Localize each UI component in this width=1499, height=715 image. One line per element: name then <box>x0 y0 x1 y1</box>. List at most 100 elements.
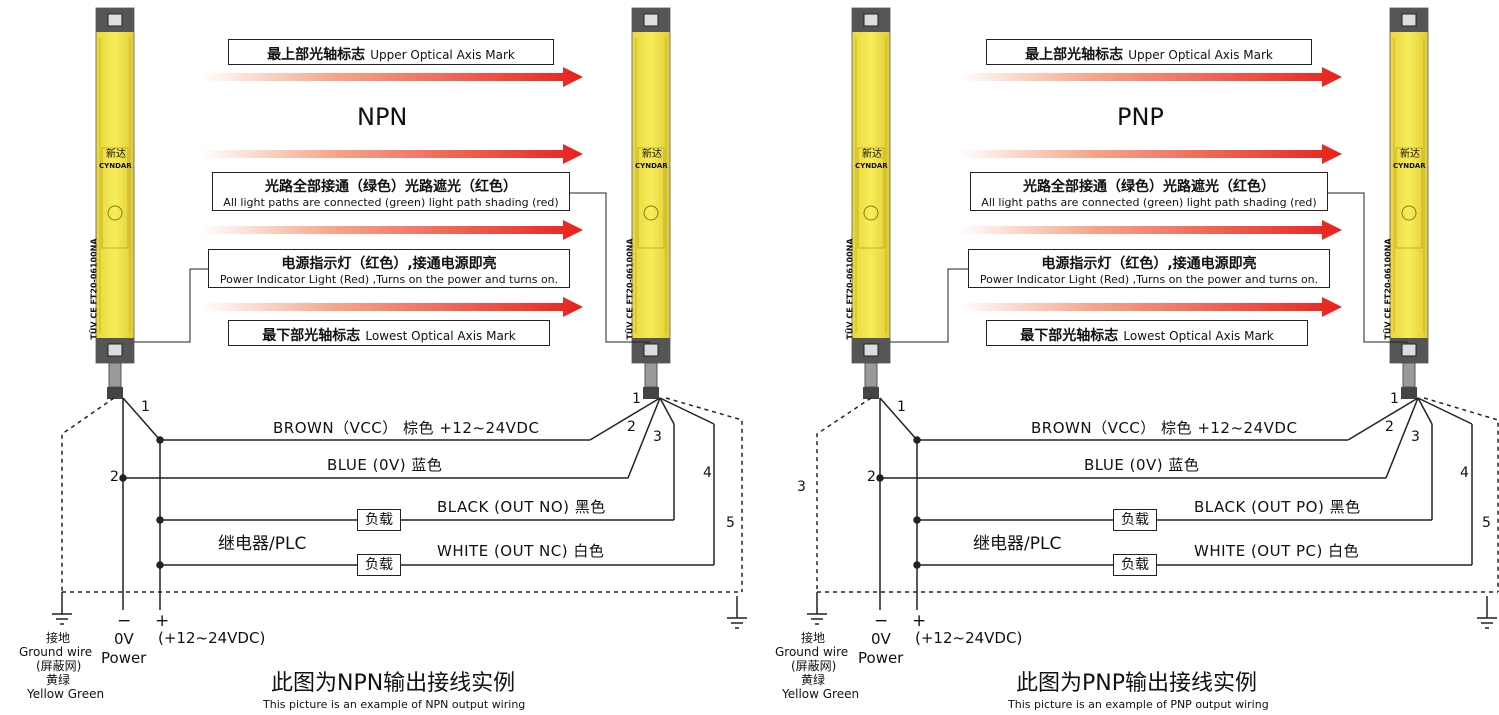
paths-cn: 光路全部接通（绿色）光路遮光（红色） <box>265 179 517 195</box>
pnp-top-mark-box: 最上部光轴标志 Upper Optical Axis Mark <box>986 39 1312 65</box>
arrow-4 <box>958 297 1342 317</box>
npn-plus: + <box>155 611 170 631</box>
npn-emitter-model: TÜV CE FT20-06100NA <box>89 238 99 340</box>
bottom-mark-en: Lowest Optical Axis Mark <box>365 329 516 343</box>
arrow-1 <box>958 67 1342 87</box>
npn-shield-dashed <box>61 397 743 593</box>
npn-black-wire-label: BLACK (OUT NO) 黑色 <box>437 498 606 516</box>
pnp-ov: 0V <box>871 630 891 648</box>
pnp-load-nc: 负载 <box>1113 554 1157 576</box>
pnp-bottom-mark-box: 最下部光轴标志 Lowest Optical Axis Mark <box>986 320 1308 346</box>
pnp-supply: (+12~24VDC) <box>915 629 1023 647</box>
pnp-emitter-model: TÜV CE FT20-06100NA <box>845 238 855 340</box>
npn-caption-en: This picture is an example of NPN output… <box>263 698 526 711</box>
pnp-receiver-model: TÜV CE FT20-06100NA <box>1383 238 1393 340</box>
npn-emitter-brand-cn: 新达 <box>106 149 126 160</box>
pnp-pin-2-left: 2 <box>867 469 876 485</box>
npn-ground-en2: Yellow Green <box>27 687 105 701</box>
npn-caption-cn: 此图为NPN输出接线实例 <box>271 671 516 696</box>
paths-cn: 光路全部接通（绿色）光路遮光（红色） <box>1023 179 1275 195</box>
pnp-pin-4-right: 4 <box>1460 465 1469 481</box>
npn-ground-cn3: 黄绿 <box>46 673 71 687</box>
power-leader <box>134 268 208 343</box>
pnp-blue-wire-label: BLUE (0V) 蓝色 <box>1084 456 1200 474</box>
npn-brown-wire-label: BROWN（VCC） 棕色 +12~24VDC <box>273 419 540 437</box>
npn-relay-label: 继电器/PLC <box>218 534 307 554</box>
npn-ov: 0V <box>114 630 134 648</box>
bottom-mark-cn: 最下部光轴标志 <box>1020 328 1119 344</box>
npn-arrows <box>200 67 583 317</box>
npn-power-label: Power <box>101 649 147 667</box>
pnp-caption-en: This picture is an example of PNP output… <box>1008 698 1269 711</box>
pnp-paths-box: 光路全部接通（绿色）光路遮光（红色） All light paths are c… <box>970 172 1328 211</box>
npn-paths-box: 光路全部接通（绿色）光路遮光（红色） All light paths are c… <box>212 172 570 211</box>
pnp-minus: − <box>874 611 889 631</box>
bottom-mark-cn: 最下部光轴标志 <box>262 328 361 344</box>
npn-wiring <box>119 397 715 610</box>
npn-top-mark-box: 最上部光轴标志 Upper Optical Axis Mark <box>228 39 554 65</box>
pnp-pin-1-left: 1 <box>897 399 906 415</box>
power-en: Power Indicator Light (Red) ,Turns on th… <box>979 273 1319 286</box>
npn-emitter-sensor <box>95 7 135 400</box>
npn-receiver-brand-cn: 新达 <box>642 149 662 160</box>
pnp-pin-3-left: 3 <box>797 479 806 495</box>
pnp-emitter-brand-en: CYNDAR <box>855 162 888 170</box>
arrow-3 <box>958 220 1342 240</box>
pnp-pin-2-right: 2 <box>1385 419 1394 435</box>
pnp-receiver-brand-cn: 新达 <box>1400 149 1420 160</box>
npn-title: NPN <box>357 103 408 131</box>
npn-load-nc: 负载 <box>357 554 401 576</box>
arrow-4 <box>200 297 583 317</box>
pnp-ground-en2: Yellow Green <box>782 687 860 701</box>
npn-bottom-mark-box: 最下部光轴标志 Lowest Optical Axis Mark <box>228 320 550 346</box>
arrow-2 <box>200 144 583 164</box>
npn-supply: (+12~24VDC) <box>158 629 266 647</box>
pnp-brown-wire-label: BROWN（VCC） 棕色 +12~24VDC <box>1031 419 1298 437</box>
npn-ground-en: Ground wire <box>19 645 93 659</box>
pnp-panel <box>806 7 1499 629</box>
pnp-black-wire-label: BLACK (OUT PO) 黑色 <box>1194 498 1361 516</box>
pnp-pin-1-right: 1 <box>1390 391 1399 407</box>
npn-pin-1-right: 1 <box>632 391 641 407</box>
top-mark-en: Upper Optical Axis Mark <box>1128 48 1273 62</box>
npn-pin-2-left: 2 <box>110 469 119 485</box>
paths-leader <box>570 192 650 343</box>
pnp-receiver-sensor <box>1389 7 1429 400</box>
pnp-wiring <box>876 397 1473 610</box>
pnp-ground-cn3: 黄绿 <box>801 673 826 687</box>
power-en: Power Indicator Light (Red) ,Turns on th… <box>219 273 559 286</box>
npn-panel <box>51 7 748 629</box>
npn-ground-cn: 接地 <box>46 631 71 645</box>
npn-emitter-brand-en: CYNDAR <box>99 162 132 170</box>
pnp-power-label: Power <box>858 649 904 667</box>
npn-load-no: 负载 <box>357 509 401 531</box>
pnp-caption-cn: 此图为PNP输出接线实例 <box>1016 671 1257 696</box>
pnp-emitter-brand-cn: 新达 <box>862 149 882 160</box>
npn-receiver-sensor <box>631 7 671 400</box>
pnp-load-no: 负载 <box>1113 509 1157 531</box>
pnp-white-wire-label: WHITE (OUT PC) 白色 <box>1194 542 1360 560</box>
pnp-plus: + <box>912 611 927 631</box>
paths-en: All light paths are connected (green) li… <box>223 196 559 209</box>
pnp-pin-5-right: 5 <box>1482 515 1491 531</box>
npn-pin-4-right: 4 <box>703 465 712 481</box>
arrow-2 <box>958 144 1342 164</box>
power-leader <box>890 268 968 343</box>
npn-receiver-model: TÜV CE FT20-06100NA <box>625 238 635 340</box>
npn-minus: − <box>117 611 132 631</box>
paths-en: All light paths are connected (green) li… <box>981 196 1317 209</box>
pnp-pin-3-right: 3 <box>1411 429 1420 445</box>
npn-pin-1-left: 1 <box>141 399 150 415</box>
pnp-arrows <box>958 67 1342 317</box>
pnp-ground-cn2: (屏蔽网) <box>791 659 837 673</box>
pnp-title: PNP <box>1117 103 1164 131</box>
pnp-emitter-sensor <box>851 7 891 400</box>
npn-blue-wire-label: BLUE (0V) 蓝色 <box>327 456 443 474</box>
npn-power-box: 电源指示灯（红色）,接通电源即亮 Power Indicator Light (… <box>208 249 570 288</box>
paths-leader <box>1328 192 1408 343</box>
npn-pin-2-right: 2 <box>627 419 636 435</box>
pnp-receiver-brand-en: CYNDAR <box>1393 162 1426 170</box>
power-cn: 电源指示灯（红色）,接通电源即亮 <box>281 256 497 272</box>
top-mark-cn: 最上部光轴标志 <box>267 47 366 63</box>
